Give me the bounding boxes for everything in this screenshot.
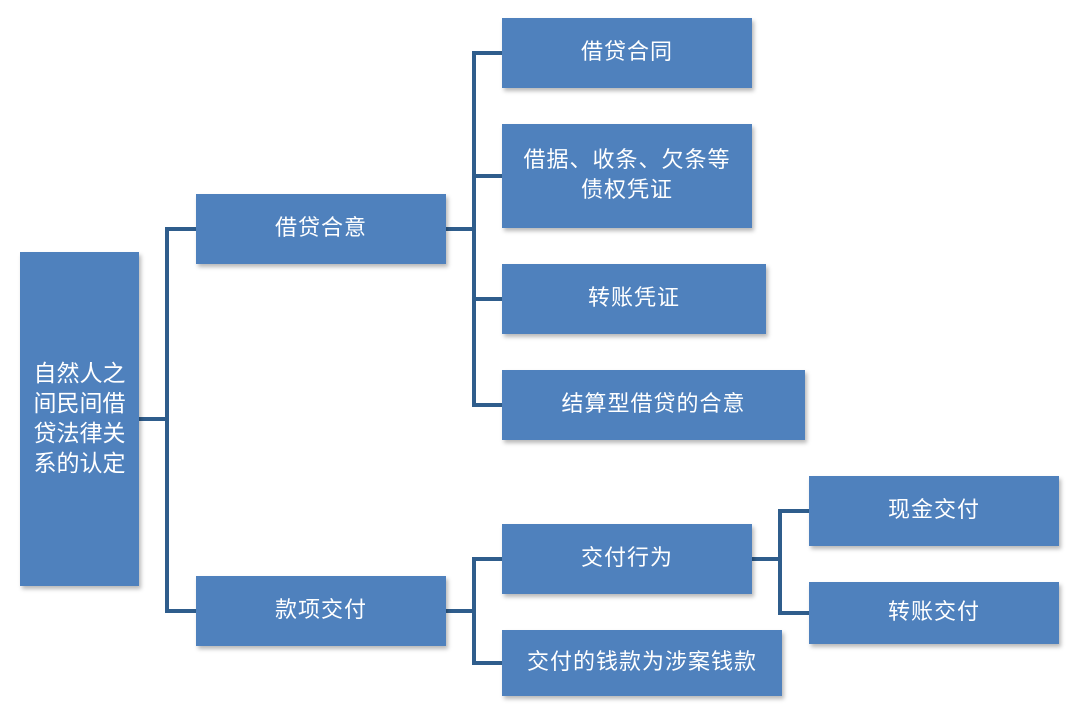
node-debt-certificates: 借据、收条、欠条等 债权凭证 xyxy=(502,124,752,228)
node-disputed-funds-label: 交付的钱款为涉案钱款 xyxy=(526,650,757,675)
node-transfer-delivery-label: 转账交付 xyxy=(887,600,980,625)
node-debt-certificates-label: 借据、收条、欠条等 债权凭证 xyxy=(523,148,731,203)
node-loan-contract-label: 借贷合同 xyxy=(580,40,673,65)
node-transfer-voucher: 转账凭证 xyxy=(502,264,766,334)
connector-jiaofu-xw xyxy=(750,509,811,615)
connector-root xyxy=(137,227,198,613)
node-payment-delivery: 款项交付 xyxy=(196,576,446,646)
connector-jiedaihey xyxy=(444,51,504,407)
node-cash-delivery: 现金交付 xyxy=(809,476,1059,546)
node-loan-agreement-label: 借贷合意 xyxy=(274,216,367,241)
node-transfer-voucher-label: 转账凭证 xyxy=(587,286,680,311)
node-settlement-loan-label: 结算型借贷的合意 xyxy=(561,392,746,417)
root-node-label: 自然人之 间民间借 贷法律关 系的认定 xyxy=(33,361,126,477)
node-disputed-funds: 交付的钱款为涉案钱款 xyxy=(502,630,782,696)
node-payment-delivery-label: 款项交付 xyxy=(274,598,367,623)
node-cash-delivery-label: 现金交付 xyxy=(887,498,980,523)
node-loan-agreement: 借贷合意 xyxy=(196,194,446,264)
connector-kuanxiang xyxy=(444,557,504,665)
node-loan-contract: 借贷合同 xyxy=(502,18,752,88)
root-node: 自然人之 间民间借 贷法律关 系的认定 xyxy=(20,252,139,586)
node-delivery-act: 交付行为 xyxy=(502,524,752,594)
node-settlement-loan: 结算型借贷的合意 xyxy=(502,370,805,440)
node-delivery-act-label: 交付行为 xyxy=(580,546,673,571)
node-transfer-delivery: 转账交付 xyxy=(809,582,1059,644)
